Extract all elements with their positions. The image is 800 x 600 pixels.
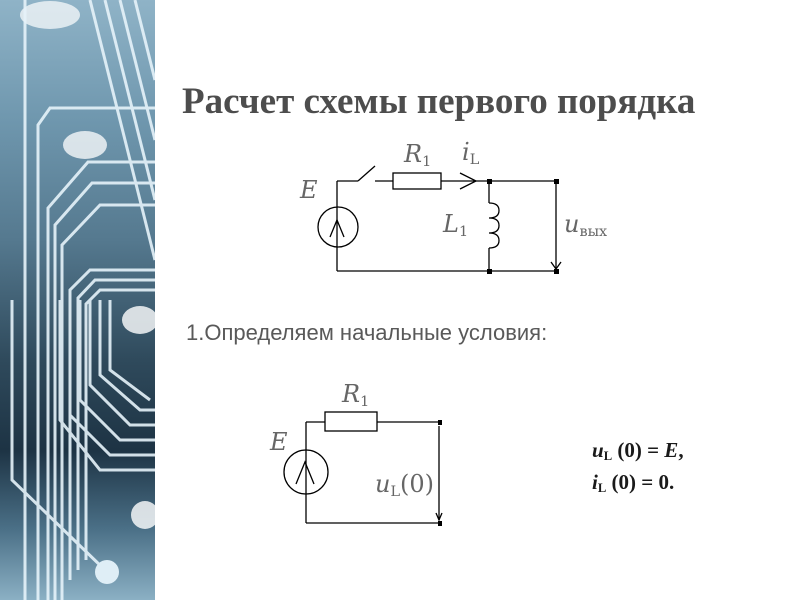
circuit1-output-label: uвых <box>564 210 608 240</box>
circuit2-voltage-label: uL(0) <box>375 470 435 500</box>
circuit2-source-label: E <box>270 428 288 456</box>
circuit2-resistor-label: R1 <box>342 380 370 410</box>
circuit1-current-label: iL <box>462 138 480 168</box>
equation-ul0: uL (0) = E, <box>592 438 684 463</box>
resistor-r1-icon <box>324 411 378 432</box>
current-arrow-icon <box>459 172 478 190</box>
circuit1-inductor-label: L1 <box>443 210 469 240</box>
equation-il0: iL (0) = 0. <box>592 470 675 495</box>
step-text: 1.Определяем начальные условия: <box>186 320 548 345</box>
switch-icon <box>357 165 376 182</box>
circuit-traces-graphic <box>10 0 155 600</box>
inductor-l1-icon <box>488 202 500 249</box>
circuit1-source-label: E <box>300 176 318 204</box>
decorative-circuit-panel <box>0 0 155 600</box>
voltage-source-icon <box>283 449 329 495</box>
circuit1-resistor-label: R1 <box>404 140 432 170</box>
slide-title: Расчет схемы первого порядка <box>182 81 696 122</box>
voltage-source-icon <box>317 206 359 248</box>
